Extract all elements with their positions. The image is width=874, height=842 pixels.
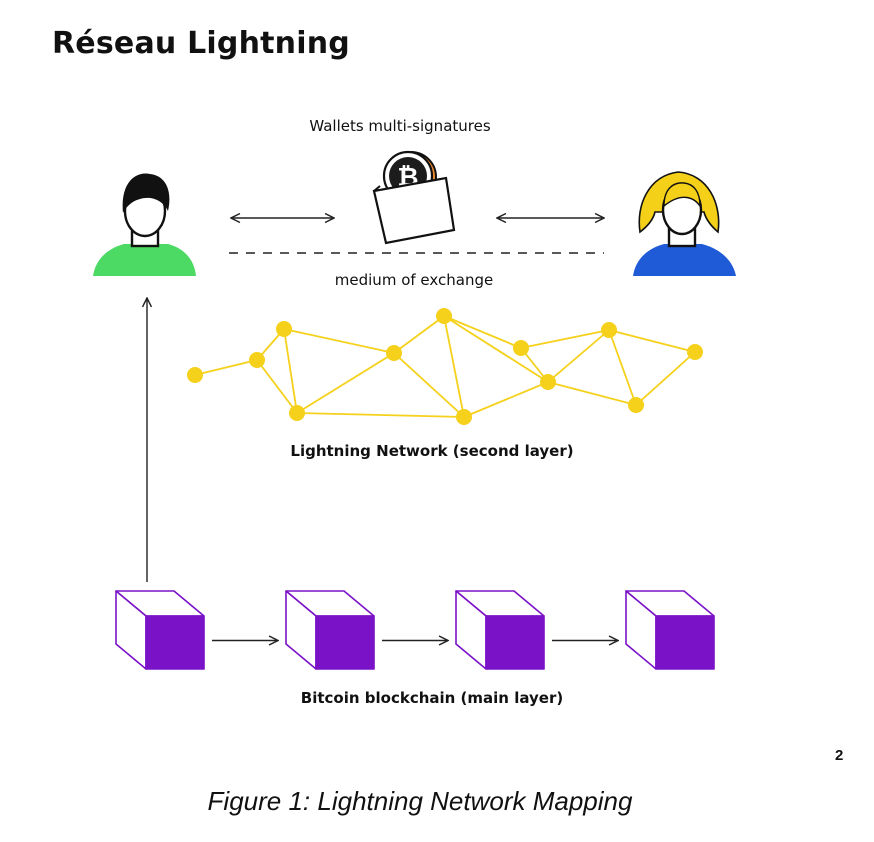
network-node <box>687 344 703 360</box>
figure-caption: Figure 1: Lightning Network Mapping <box>207 786 633 816</box>
block-icon <box>285 590 375 670</box>
male-shirt <box>93 244 196 276</box>
network-node <box>276 321 292 337</box>
network-edge <box>608 329 696 353</box>
network-edge <box>283 328 395 354</box>
blockchain-label: Bitcoin blockchain (main layer) <box>301 689 563 707</box>
network-edge <box>443 315 549 383</box>
network-edge <box>443 315 522 349</box>
network-node <box>513 340 529 356</box>
network-edge <box>463 381 549 418</box>
network-edge <box>296 412 465 418</box>
network-node <box>456 409 472 425</box>
block-icon <box>455 590 545 670</box>
block-icon <box>115 590 205 670</box>
network-node <box>540 374 556 390</box>
network-edge <box>520 329 610 349</box>
lightning-network-graph <box>187 308 703 425</box>
male-hair <box>122 173 170 213</box>
network-node <box>601 322 617 338</box>
network-edge <box>547 329 610 383</box>
network-edge <box>547 381 637 406</box>
exchange-label: medium of exchange <box>335 271 493 289</box>
network-node <box>249 352 265 368</box>
network-edge <box>194 359 258 376</box>
network-node <box>386 345 402 361</box>
wallets-label: Wallets multi-signatures <box>309 117 490 135</box>
network-edge <box>296 352 395 414</box>
page-title: Réseau Lightning <box>52 26 350 61</box>
network-node <box>187 367 203 383</box>
network-node <box>628 397 644 413</box>
network-edge <box>393 352 465 418</box>
person-male-icon <box>93 173 196 276</box>
blockchain-blocks <box>115 590 715 670</box>
female-shirt <box>633 244 736 276</box>
network-edge <box>635 351 696 406</box>
network-label: Lightning Network (second layer) <box>290 442 573 460</box>
network-edge <box>443 315 465 418</box>
block-icon <box>625 590 715 670</box>
network-node <box>436 308 452 324</box>
network-edge <box>256 359 298 414</box>
bitcoin-wallet-icon: ₿ <box>372 150 456 245</box>
network-edge <box>283 328 298 414</box>
network-edge <box>393 315 445 354</box>
network-edge <box>608 329 637 406</box>
person-female-icon <box>633 171 736 276</box>
network-node <box>289 405 305 421</box>
page-number: 2 <box>835 747 844 764</box>
